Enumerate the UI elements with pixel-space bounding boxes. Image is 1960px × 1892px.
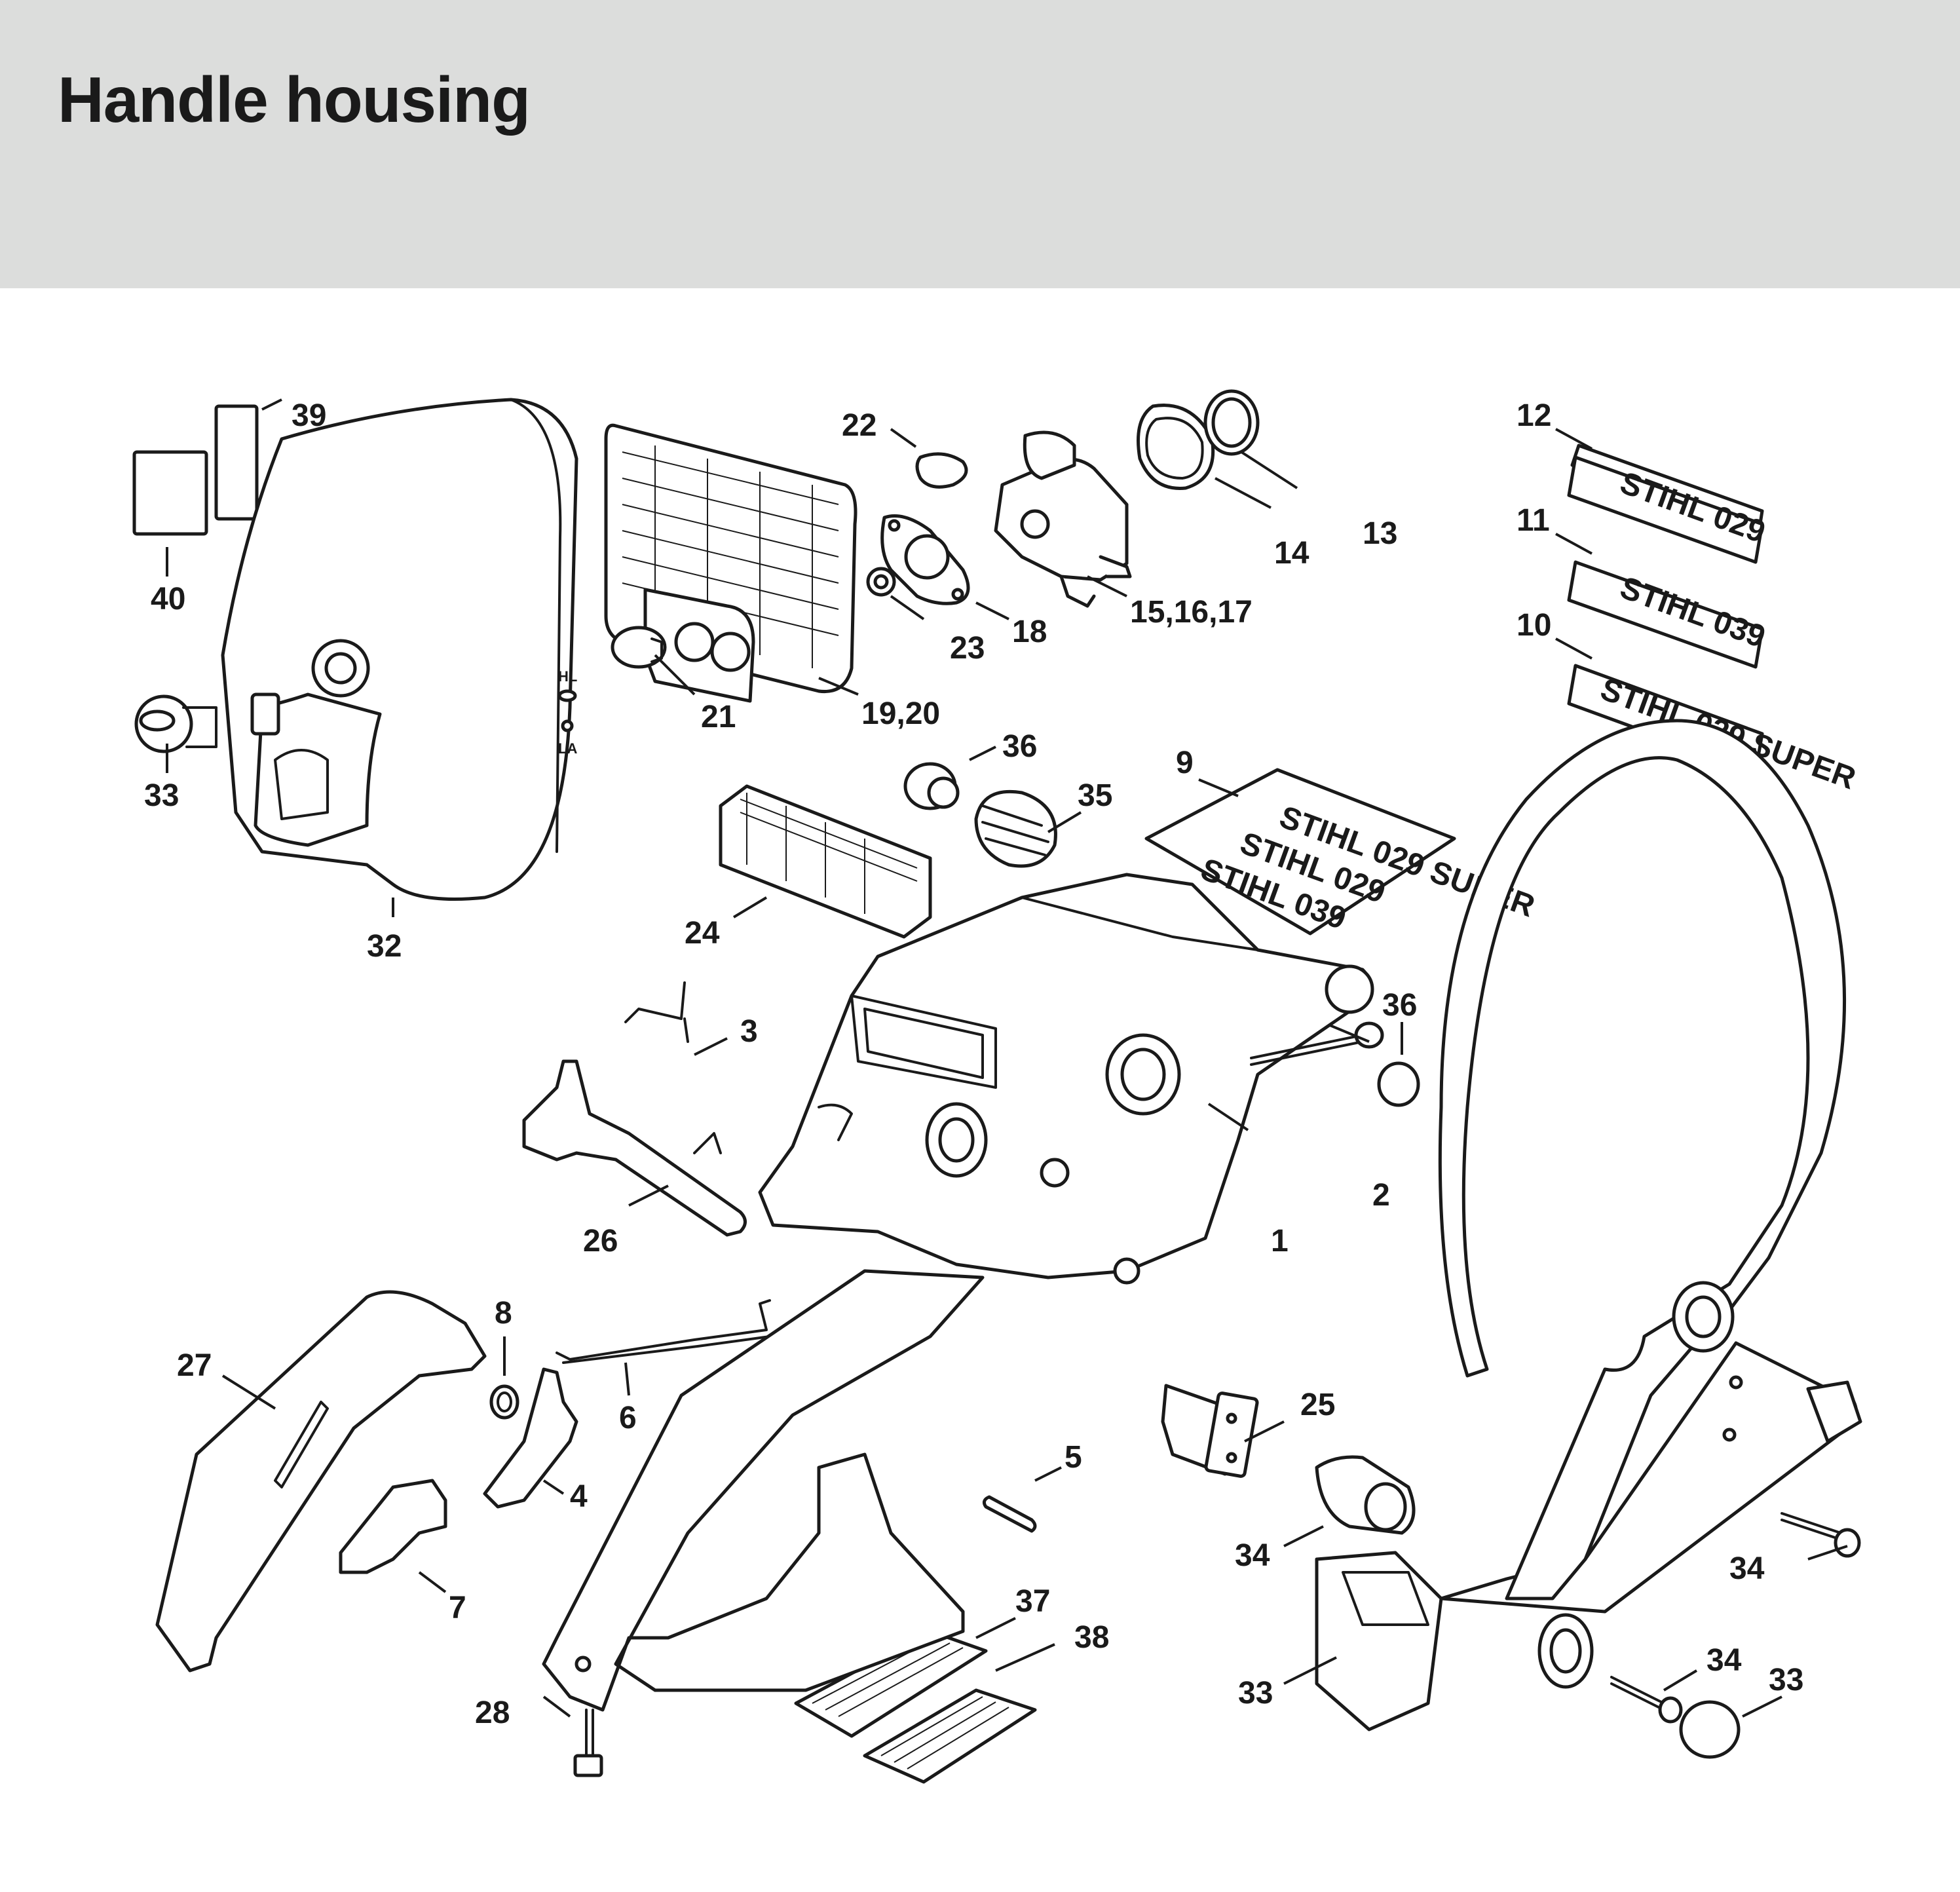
callout-29: 32 bbox=[367, 929, 402, 964]
callout-26: 26 bbox=[583, 1224, 618, 1258]
callout-labels: 39 40 33 32 21 19,20 22 23 18 15,16,17 1… bbox=[144, 398, 1803, 1730]
cover-mark-la: LA bbox=[558, 740, 577, 757]
callout-37: 37 bbox=[1015, 1584, 1050, 1619]
callout-14: 14 bbox=[1274, 536, 1310, 571]
part-11-decal: STIHL 039 bbox=[1567, 560, 1770, 669]
part-1-handle-housing bbox=[758, 873, 1374, 1285]
part-34-screw-upper bbox=[1781, 1512, 1861, 1558]
part-39-sticker bbox=[214, 404, 259, 521]
callout-13: 13 bbox=[1363, 516, 1397, 551]
callout-40: 40 bbox=[151, 582, 185, 616]
callout-25: 25 bbox=[1300, 1388, 1335, 1422]
part-3-wire bbox=[624, 981, 689, 1043]
callout-3: 3 bbox=[740, 1014, 758, 1049]
part-5-pin bbox=[982, 1495, 1037, 1533]
callout-31: 33 bbox=[1238, 1676, 1273, 1711]
callout-30: 33 bbox=[144, 778, 179, 813]
part-40-sticker bbox=[132, 450, 208, 536]
callout-32: 34 bbox=[1235, 1538, 1270, 1573]
callout-1: 1 bbox=[1271, 1224, 1289, 1258]
callout-21: 21 bbox=[701, 700, 736, 734]
callout-7: 7 bbox=[449, 1591, 466, 1625]
part-28-screw bbox=[573, 1709, 603, 1777]
part-34-screw-lower bbox=[1610, 1676, 1683, 1724]
part-33-cap bbox=[1679, 1700, 1741, 1759]
part-24-screen bbox=[719, 784, 932, 939]
header-band: Handle housing bbox=[0, 0, 1960, 288]
callout-39: 39 bbox=[292, 398, 326, 433]
page-title: Handle housing bbox=[58, 64, 531, 136]
part-23-nut bbox=[866, 567, 896, 597]
callout-11: 11 bbox=[1517, 503, 1550, 538]
part-7-lever bbox=[339, 1479, 447, 1574]
leader-lines bbox=[166, 398, 1848, 1718]
part-36-grommet-top bbox=[903, 762, 960, 810]
callout-24: 24 bbox=[685, 916, 720, 951]
callout-19-20: 19,20 bbox=[861, 696, 940, 731]
part-18-flange bbox=[880, 514, 970, 605]
callout-34-upper: 34 bbox=[1729, 1551, 1765, 1586]
part-36-grommet-right bbox=[1377, 1061, 1420, 1107]
part-6-rod bbox=[556, 1299, 771, 1364]
part-12-decal: STIHL 029 bbox=[1567, 444, 1770, 564]
callout-35: 35 bbox=[1078, 778, 1112, 813]
part-8-spring bbox=[489, 1384, 519, 1420]
part-27-handle-cover bbox=[155, 1290, 487, 1673]
callout-2: 2 bbox=[1372, 1178, 1390, 1213]
part-13-ring bbox=[1203, 389, 1260, 456]
part-21-screw bbox=[611, 626, 667, 669]
callout-5: 5 bbox=[1065, 1440, 1082, 1475]
part-rear-handle-tray bbox=[542, 1269, 985, 1712]
part-29-shroud-cover: HL LA bbox=[221, 398, 578, 901]
part-front-handle-bow bbox=[1438, 719, 1862, 1689]
callout-8: 8 bbox=[495, 1296, 512, 1331]
cover-mark-hl: HL bbox=[558, 668, 577, 685]
part-35-buffer bbox=[974, 789, 1057, 868]
part-14-gasket bbox=[1137, 404, 1215, 490]
callout-10: 10 bbox=[1517, 608, 1551, 643]
callout-36-top: 36 bbox=[1002, 729, 1037, 764]
part-38-plate bbox=[863, 1688, 1037, 1784]
callout-36-right: 36 bbox=[1382, 988, 1417, 1023]
callout-23: 23 bbox=[950, 631, 985, 666]
callout-18: 18 bbox=[1012, 615, 1047, 649]
exploded-parts-diagram: HL LA bbox=[0, 288, 1960, 1892]
callout-9: 9 bbox=[1176, 746, 1194, 780]
part-25-buffer-block bbox=[1161, 1384, 1259, 1478]
part-15-17-carburetor bbox=[994, 430, 1132, 608]
callout-22: 22 bbox=[842, 408, 876, 443]
callout-34-lower: 34 bbox=[1706, 1643, 1742, 1678]
callout-38: 38 bbox=[1074, 1620, 1109, 1655]
callout-12: 12 bbox=[1517, 398, 1551, 433]
part-26-throttle-shaft bbox=[522, 1059, 747, 1237]
part-4-trigger bbox=[483, 1367, 578, 1509]
part-32-buffer bbox=[1315, 1455, 1416, 1535]
callout-6: 6 bbox=[619, 1401, 637, 1435]
callout-33: 33 bbox=[1769, 1663, 1803, 1697]
part-30-knob bbox=[134, 694, 217, 753]
part-22-gasket bbox=[915, 452, 968, 489]
callout-15-16-17: 15,16,17 bbox=[1130, 595, 1253, 630]
callout-27: 27 bbox=[177, 1348, 212, 1383]
callout-28: 28 bbox=[475, 1695, 510, 1730]
callout-4: 4 bbox=[570, 1479, 588, 1514]
